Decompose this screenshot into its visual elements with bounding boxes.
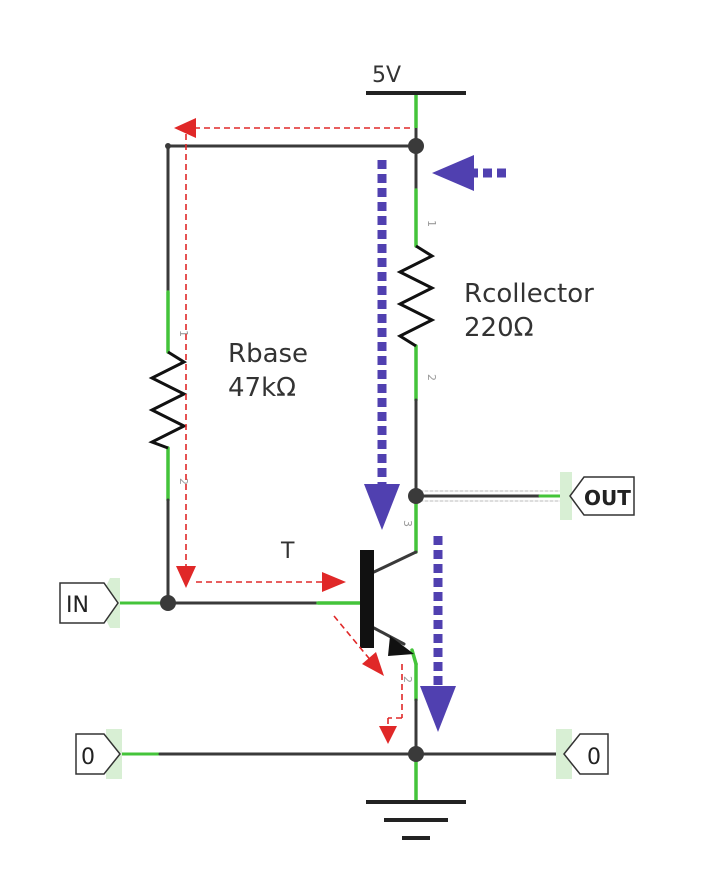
red-arrow-down-icon <box>176 566 196 588</box>
terminal-out[interactable]: OUT <box>560 472 635 520</box>
collector-pin: 3 <box>401 520 414 527</box>
terminal-gnd-left-label: 0 <box>81 745 95 770</box>
junction-dots <box>160 138 424 762</box>
junction-top-left <box>165 143 171 149</box>
circuit-wires <box>118 144 570 802</box>
rbase-pin-2: 2 <box>177 478 190 485</box>
rcollector-pin-1: 1 <box>425 220 438 227</box>
junction-base <box>160 595 176 611</box>
terminal-in[interactable]: IN <box>59 578 120 628</box>
purple-arrow-down-2-icon <box>420 686 456 732</box>
collector-current-path <box>364 155 506 732</box>
emitter-arrow-icon <box>388 636 414 656</box>
junction-top-right <box>408 138 424 154</box>
red-arrow-right-icon <box>322 572 346 592</box>
rcollector-pin-2: 2 <box>425 374 438 381</box>
emitter-pin: 2 <box>401 676 414 683</box>
transistor-label: T <box>280 539 295 564</box>
red-arrow-diag-icon <box>362 652 384 676</box>
purple-arrow-down-icon <box>364 484 400 530</box>
red-arrow-down-2-icon <box>379 726 397 744</box>
terminal-in-label: IN <box>66 593 89 618</box>
rbase-value: 47kΩ <box>228 373 296 403</box>
rcollector-resistor: Rcollector 220Ω 1 2 <box>396 220 594 381</box>
terminal-gnd-right[interactable]: 0 <box>556 729 609 779</box>
junction-ground <box>408 746 424 762</box>
supply-label: 5V <box>372 63 401 88</box>
ground-symbol <box>366 800 466 840</box>
transistor-base-bar <box>360 550 374 648</box>
rcollector-name: Rcollector <box>464 279 594 309</box>
rbase-resistor: Rbase 47kΩ 1 2 <box>148 330 308 485</box>
transistor-npn: T 3 2 <box>280 520 414 683</box>
base-current-path <box>174 118 410 744</box>
supply-rail: 5V <box>366 63 466 146</box>
junction-collector <box>408 488 424 504</box>
purple-arrow-left-icon <box>432 155 474 191</box>
terminal-out-label: OUT <box>584 486 631 510</box>
rbase-name: Rbase <box>228 339 308 369</box>
terminal-gnd-left[interactable]: 0 <box>75 729 122 779</box>
terminal-gnd-right-label: 0 <box>587 745 601 770</box>
red-arrow-left-icon <box>174 118 196 138</box>
rbase-pin-1: 1 <box>177 330 190 337</box>
rcollector-value: 220Ω <box>464 313 534 343</box>
